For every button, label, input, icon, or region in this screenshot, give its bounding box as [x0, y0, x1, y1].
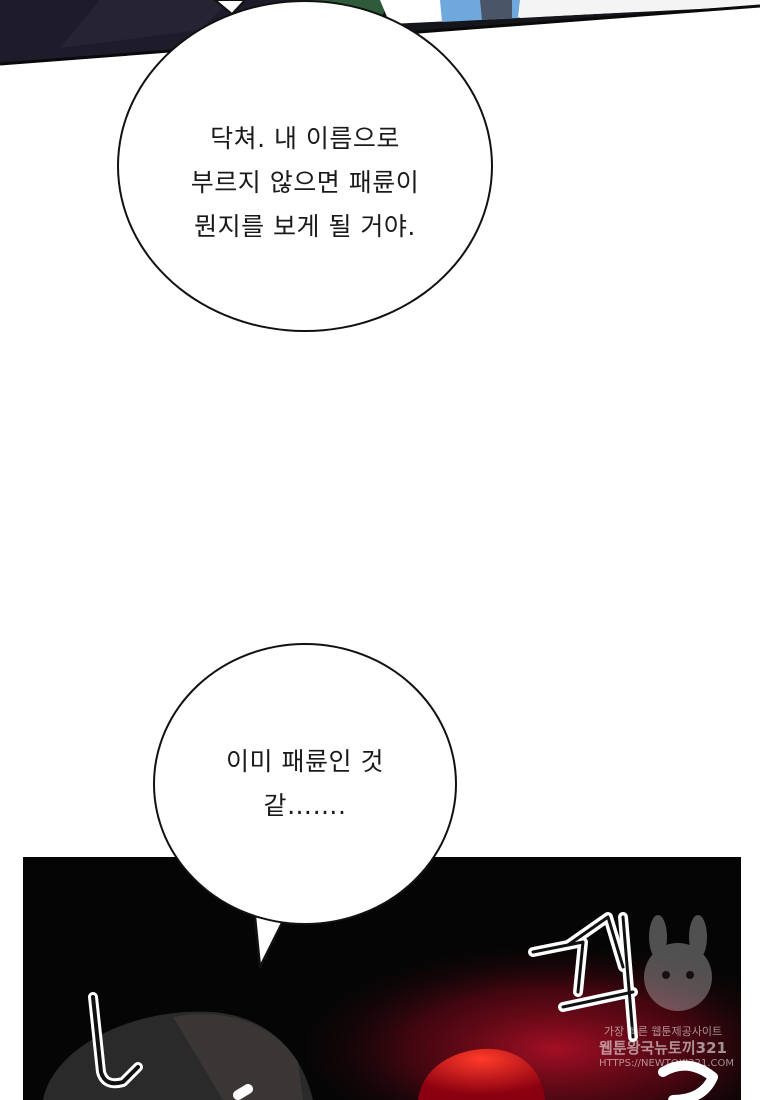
bubble-1-text: 닥쳐. 내 이름으로 부르지 않으면 패륜이 뭔지를 보게 될 거야. — [190, 124, 420, 241]
bunny-watermark-icon — [644, 915, 712, 1011]
bottom-panel-art — [23, 857, 741, 1100]
site-watermark: 가장 빠른 웹툰제공사이트 웹툰왕국뉴토끼321 HTTPS://NEWTOKI… — [599, 1025, 734, 1071]
watermark-line-2: 웹툰왕국뉴토끼321 — [599, 1039, 727, 1057]
bubble-2-text: 이미 패륜인 것 같……. — [226, 747, 384, 820]
watermark-line-3: HTTPS://NEWTOKI321.COM — [599, 1058, 734, 1069]
speech-bubble-1: 닥쳐. 내 이름으로 부르지 않으면 패륜이 뭔지를 보게 될 거야. — [117, 0, 493, 332]
watermark-line-1: 가장 빠른 웹툰제공사이트 — [603, 1025, 723, 1038]
bottom-panel: 가장 빠른 웹툰제공사이트 웹툰왕국뉴토끼321 HTTPS://NEWTOKI… — [23, 857, 741, 1100]
speech-bubble-2: 이미 패륜인 것 같……. — [153, 643, 457, 925]
